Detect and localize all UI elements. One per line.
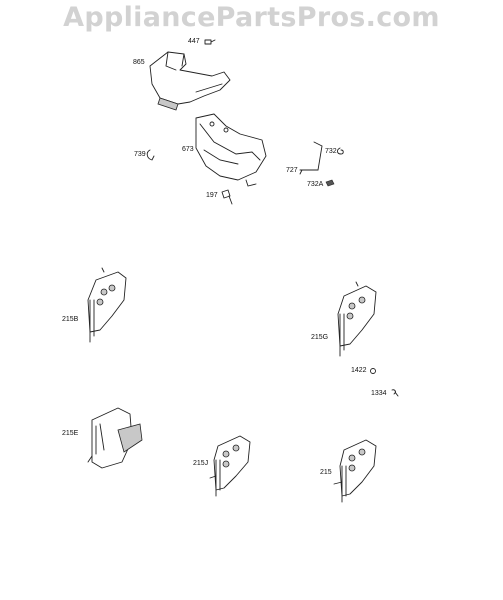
- part-1422-nut[interactable]: [370, 368, 376, 374]
- part-739-clip[interactable]: [146, 149, 155, 161]
- label-215G: 215G: [311, 334, 329, 341]
- label-727: 727: [286, 167, 298, 174]
- label-673: 673: [182, 146, 194, 153]
- label-215J: 215J: [193, 460, 209, 467]
- part-215B-baffle[interactable]: [87, 267, 127, 343]
- label-215B: 215B: [62, 316, 79, 323]
- label-865: 865: [133, 59, 145, 66]
- part-215G-baffle[interactable]: [337, 281, 377, 357]
- part-732-spring[interactable]: [337, 147, 344, 155]
- part-1334-pin[interactable]: [391, 389, 399, 397]
- label-447: 447: [188, 38, 200, 45]
- label-732: 732: [325, 148, 337, 155]
- part-215-baffle[interactable]: [333, 439, 377, 503]
- part-865-air-guide[interactable]: [149, 51, 231, 111]
- part-197-screw[interactable]: [221, 189, 233, 205]
- part-673-shroud-bracket[interactable]: [195, 113, 267, 187]
- part-215E-baffle[interactable]: [87, 407, 143, 469]
- part-732A-spring[interactable]: [325, 179, 335, 187]
- label-1422: 1422: [351, 367, 367, 374]
- watermark-text: AppliancePartsPros.com: [63, 2, 440, 33]
- label-197: 197: [206, 192, 218, 199]
- part-727-link[interactable]: [299, 141, 323, 175]
- label-1334: 1334: [371, 390, 387, 397]
- part-215J-baffle[interactable]: [209, 435, 251, 497]
- label-732A: 732A: [307, 181, 324, 188]
- part-447-screw[interactable]: [204, 39, 216, 45]
- label-215E: 215E: [62, 430, 79, 437]
- label-739: 739: [134, 151, 146, 158]
- label-215: 215: [320, 469, 332, 476]
